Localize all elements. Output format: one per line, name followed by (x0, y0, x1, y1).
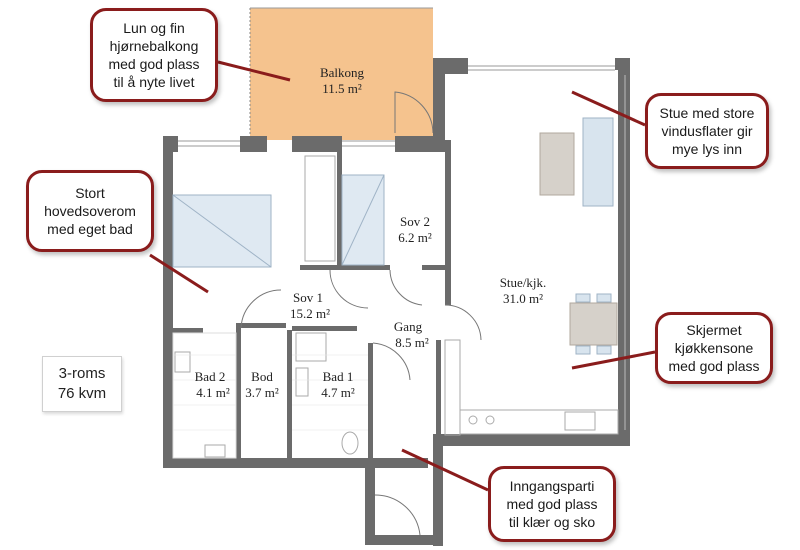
door-swings (240, 269, 482, 536)
room-stue-area: 31.0 m² (503, 291, 543, 306)
dining-chairs (575, 293, 612, 355)
coffee-table (539, 132, 575, 196)
room-bad2-area: 4.1 m² (196, 385, 230, 400)
wardrobe (304, 155, 336, 262)
room-bad1-area: 4.7 m² (321, 385, 355, 400)
apartment-type: 3-roms (58, 365, 106, 382)
callout-kjokken: Skjermet kjøkkensone med god plass (655, 312, 773, 384)
room-balkong-name: Balkong (320, 65, 365, 80)
callout-inngang: Inngangsparti med god plass til klær og … (488, 466, 616, 542)
bathroom-tiles (173, 354, 368, 431)
room-sov2-name: Sov 2 (400, 214, 430, 229)
bathroom-fixtures (172, 332, 359, 459)
bed-split (172, 194, 272, 268)
room-sov2-area: 6.2 m² (398, 230, 432, 245)
callout-stue: Stue med store vindusflater gir mye lys … (645, 93, 769, 169)
callout-sov1: Stort hovedsoverom med eget bad (26, 170, 154, 252)
balcony-door-swing (394, 91, 434, 134)
kitchen-counter (444, 339, 619, 436)
room-bad2-name: Bad 2 (195, 369, 226, 384)
room-sov1-name: Sov 1 (293, 290, 323, 305)
apartment-size: 76 kvm (57, 385, 107, 402)
room-sov1-area: 15.2 m² (290, 306, 330, 321)
room-gang-area: 8.5 m² (395, 335, 429, 350)
room-balkong-area: 11.5 m² (322, 81, 362, 96)
room-bod-name: Bod (251, 369, 273, 384)
windows (178, 65, 626, 430)
single-bed-split (341, 174, 385, 266)
room-gang-name: Gang (394, 319, 423, 334)
walls (163, 58, 630, 546)
room-stue-name: Stue/kjk. (500, 275, 547, 290)
balcony-area (250, 8, 433, 140)
dining-table (569, 302, 618, 346)
sofa (582, 117, 614, 207)
callout-pointers (149, 60, 656, 492)
room-bad1-name: Bad 1 (323, 369, 354, 384)
apartment-info: 3-roms 76 kvm (42, 356, 122, 412)
callout-balkong: Lun og fin hjørnebalkong med god plass t… (90, 8, 218, 102)
room-bod-area: 3.7 m² (245, 385, 279, 400)
